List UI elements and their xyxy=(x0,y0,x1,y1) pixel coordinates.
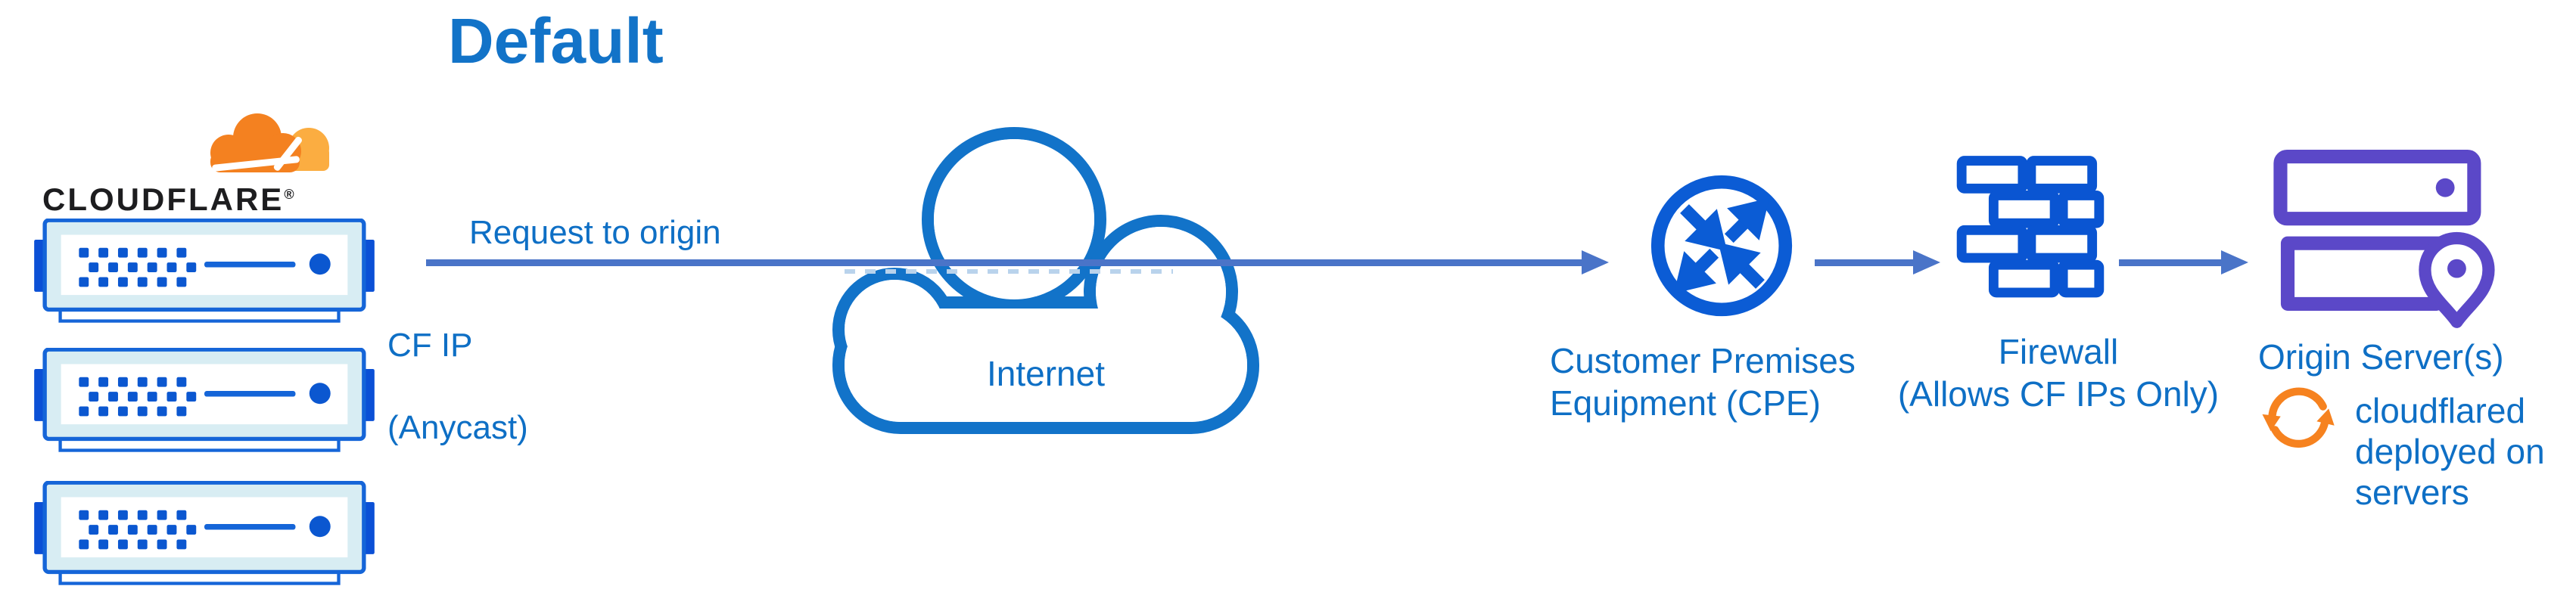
cpe-label: Customer Premises Equipment (CPE) xyxy=(1550,340,1856,424)
registered-trademark-symbol: ® xyxy=(284,187,294,202)
edge-server-icon xyxy=(34,481,375,585)
cloudflared-note-line1: cloudflared xyxy=(2355,391,2526,430)
cpe-label-line1: Customer Premises xyxy=(1550,341,1856,380)
cloudflare-logo-icon xyxy=(210,113,329,172)
firewall-label: Firewall (Allows CF IPs Only) xyxy=(1887,330,2229,415)
edge-server-icon xyxy=(34,348,375,452)
arrowhead-to-cpe xyxy=(1582,250,1609,274)
cloudflared-note-line3: servers xyxy=(2355,472,2469,512)
cloudflare-wordmark: CLOUDFLARE® xyxy=(42,181,294,218)
arrowhead-to-firewall xyxy=(1913,250,1940,274)
router-icon xyxy=(1650,175,1793,317)
cloud-icon: Internet xyxy=(832,127,1259,434)
diagram-title: Default xyxy=(448,5,664,76)
cloudflared-note-line2: deployed on xyxy=(2355,431,2545,471)
origin-servers-icon xyxy=(2273,150,2495,328)
request-to-origin-label: Request to origin xyxy=(469,214,721,251)
flow-line-firewall-origin xyxy=(2119,259,2221,266)
sync-arrows-icon xyxy=(2262,387,2335,448)
flow-line-request xyxy=(426,259,1582,266)
cf-ip-anycast-label: CF IP (Anycast) xyxy=(387,284,528,448)
origin-servers-label: Origin Server(s) xyxy=(2258,337,2504,377)
firewall-label-line1: Firewall xyxy=(1998,332,2119,371)
cf-ip-line1: CF IP xyxy=(387,326,473,364)
cpe-label-line2: Equipment (CPE) xyxy=(1550,383,1821,423)
dashed-flow-line xyxy=(845,269,1173,274)
cf-ip-line2: (Anycast) xyxy=(387,408,528,446)
internet-label: Internet xyxy=(987,354,1105,393)
flow-line-cpe-firewall xyxy=(1815,259,1913,266)
firewall-label-line2: (Allows CF IPs Only) xyxy=(1897,374,2220,414)
arrowhead-to-origin xyxy=(2221,250,2248,274)
cloudflared-note: cloudflared deployed on servers xyxy=(2355,391,2545,513)
cloudflare-wordmark-text: CLOUDFLARE xyxy=(42,181,285,217)
firewall-icon xyxy=(1956,156,2105,298)
edge-server-icon xyxy=(34,219,375,323)
